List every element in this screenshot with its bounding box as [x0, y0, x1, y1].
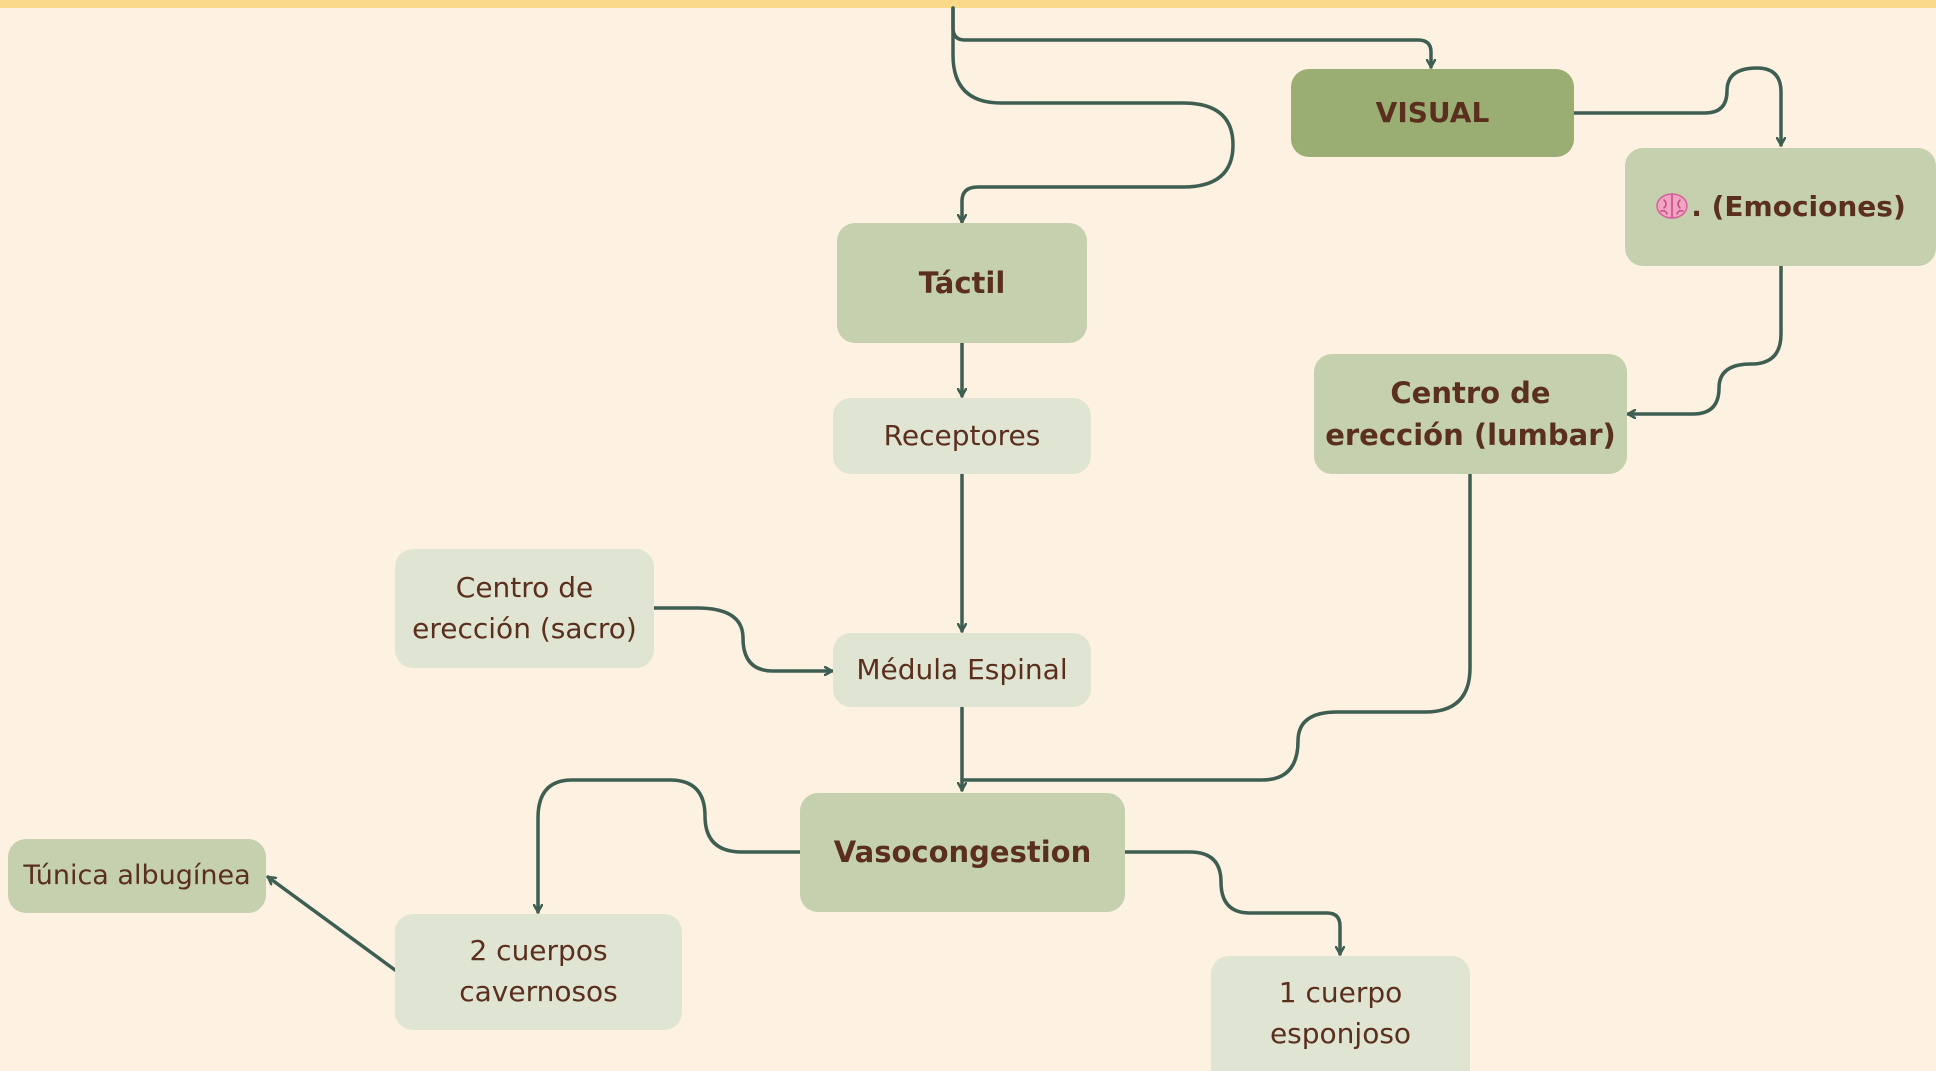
node-emociones: . (Emociones) — [1625, 148, 1936, 266]
node-tunica: Túnica albugínea — [8, 839, 266, 913]
node-centro-sacro: Centro de erección (sacro) — [395, 549, 654, 668]
node-visual-label: VISUAL — [1375, 95, 1490, 129]
node-esponjoso-line1: 1 cuerpo — [1278, 975, 1403, 1009]
node-tunica-label: Túnica albugínea — [23, 860, 251, 892]
connector-visual-to-emociones — [1572, 66, 1781, 147]
node-esponjoso-line2: esponjoso — [1269, 1016, 1412, 1050]
node-cavernosos-line2: cavernosos — [459, 975, 618, 1008]
node-centro-lumbar-line1: Centro de — [1390, 375, 1551, 410]
node-cavernosos-line1: 2 cuerpos — [469, 934, 608, 968]
connector-centro-lumbar-to-vasocongestion — [960, 472, 1472, 782]
node-vasocongestion: Vasocongestion — [800, 793, 1125, 912]
connector-cavernosos-to-tunica — [266, 875, 397, 972]
node-emociones-label: . (Emociones) — [1691, 189, 1906, 223]
node-centro-sacro-line2: erección (sacro) — [412, 611, 637, 645]
node-medula: Médula Espinal — [833, 633, 1091, 707]
node-centro-lumbar-line2: erección (lumbar) — [1325, 418, 1616, 452]
brain-icon — [1655, 187, 1689, 228]
connector-vasocongestion-to-esponjoso — [1123, 850, 1340, 956]
node-receptores-label: Receptores — [883, 418, 1041, 452]
node-tactil: Táctil — [837, 223, 1087, 343]
connector-vasocongestion-to-cavernosos — [538, 778, 802, 914]
node-tactil-label: Táctil — [918, 265, 1006, 300]
connector-top-to-visual — [951, 6, 1431, 69]
node-receptores: Receptores — [833, 398, 1091, 474]
node-cavernosos: 2 cuerpos cavernosos — [395, 914, 682, 1030]
top-strip — [0, 0, 1936, 8]
node-centro-lumbar: Centro de erección (lumbar) — [1314, 354, 1627, 474]
node-centro-sacro-line1: Centro de — [455, 570, 594, 604]
node-esponjoso: 1 cuerpo esponjoso — [1211, 956, 1470, 1071]
node-visual: VISUAL — [1291, 69, 1574, 157]
connector-centro-sacro-to-medula — [652, 606, 834, 671]
node-vasocongestion-label: Vasocongestion — [833, 835, 1092, 870]
connector-top-to-tactil — [951, 6, 1235, 224]
connector-emociones-to-centro-lumbar — [1626, 264, 1783, 414]
node-medula-label: Médula Espinal — [856, 652, 1068, 686]
